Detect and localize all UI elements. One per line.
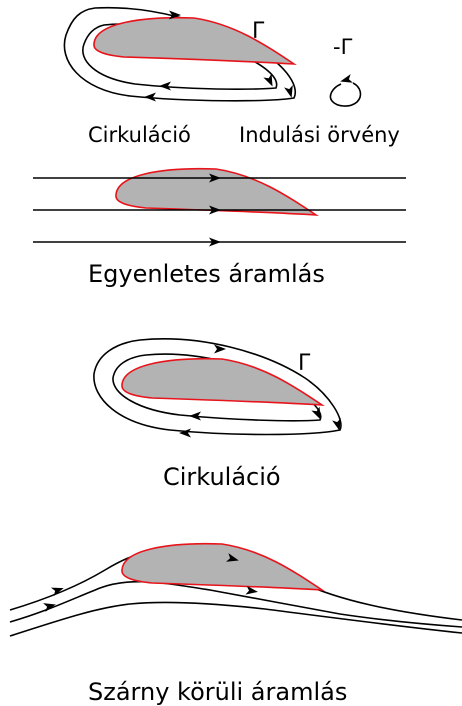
streamline-lower <box>10 602 462 636</box>
caption-flow-around-wing: Szárny körüli áramlás <box>88 678 347 706</box>
panel-circulation-start: Γ -Γ Cirkuláció Indulási örvény <box>64 8 399 147</box>
starting-vortex-loop <box>330 83 360 106</box>
vortex-arrow-icon <box>339 74 353 86</box>
airfoil-4 <box>122 544 322 590</box>
caption-circulation: Cirkuláció <box>88 123 191 147</box>
airfoil-2 <box>116 169 316 215</box>
panel-flow-around-wing: Szárny körüli áramlás <box>10 544 462 706</box>
flow-arrow-icon <box>51 584 65 596</box>
vortex-gamma-label: -Γ <box>333 35 353 59</box>
flow-arrow-icon <box>144 93 156 102</box>
caption-circulation: Cirkuláció <box>163 463 281 491</box>
circulation-gamma-label: Γ <box>252 19 265 44</box>
streamline-middle <box>10 582 462 627</box>
circulation-gamma-label: Γ <box>298 351 311 376</box>
flow-arrow-icon <box>179 429 191 438</box>
flow-arrow-icon <box>263 74 276 89</box>
caption-starting-vortex: Indulási örvény <box>239 123 400 147</box>
caption-uniform-flow: Egyenletes áramlás <box>88 260 325 288</box>
airfoil-3 <box>122 359 322 405</box>
panel-circulation: Γ Cirkuláció <box>94 339 344 491</box>
flow-arrow-icon <box>159 82 171 91</box>
panel-uniform-flow: Egyenletes áramlás <box>33 169 406 288</box>
